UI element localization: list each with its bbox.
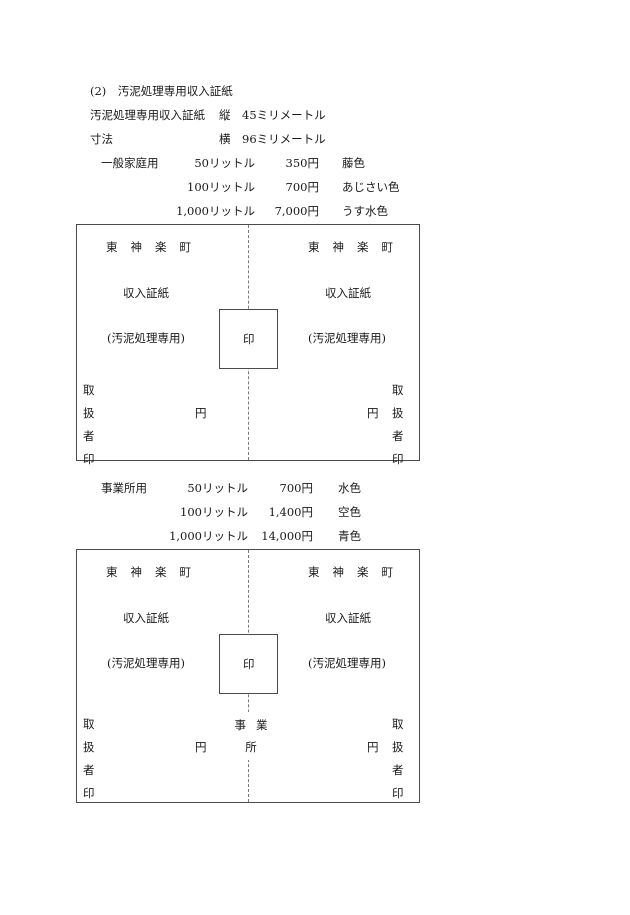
business-color-1: 水色 — [338, 481, 361, 495]
town-char: 楽 — [155, 565, 167, 579]
town-char: 神 — [332, 565, 345, 579]
household-category: 一般家庭用 — [101, 156, 159, 170]
town-char: 楽 — [357, 565, 369, 579]
town-name-left: 東神楽町 — [106, 240, 192, 254]
town-char: 町 — [179, 240, 192, 254]
yen-label-left: 円 — [195, 740, 207, 754]
office-label: 事業 所 — [231, 712, 271, 760]
handler-seal-left: 取 扱 者 印 — [83, 717, 95, 800]
household-price-2: 700円 — [285, 180, 319, 194]
spec-height: 縦 45ミリメートル — [219, 108, 326, 122]
stamp-subtitle-right: (汚泥処理専用) — [308, 331, 386, 345]
section-title: (2) 汚泥処理専用収入証紙 — [90, 84, 233, 98]
yen-label-right: 円 — [367, 406, 379, 420]
town-char: 楽 — [155, 240, 167, 254]
stamp-title-right: 収入証紙 — [325, 611, 371, 625]
household-volume-2: 100リットル — [187, 180, 255, 194]
household-color-3: うす水色 — [342, 204, 388, 218]
household-color-2: あじさい色 — [342, 180, 400, 194]
town-name-right: 東神楽町 — [308, 565, 394, 579]
household-color-1: 藤色 — [342, 156, 365, 170]
business-color-2: 空色 — [338, 505, 361, 519]
stamp-title-left: 収入証紙 — [123, 611, 169, 625]
town-char: 神 — [332, 240, 345, 254]
business-price-2: 1,400円 — [268, 505, 313, 519]
town-char: 東 — [308, 240, 320, 254]
household-volume-3: 1,000リットル — [176, 204, 255, 218]
stamp-subtitle-right: (汚泥処理専用) — [308, 656, 386, 670]
business-price-3: 14,000円 — [261, 529, 313, 543]
town-char: 神 — [130, 240, 143, 254]
town-char: 東 — [106, 565, 118, 579]
town-char: 町 — [179, 565, 192, 579]
business-volume-2: 100リットル — [180, 505, 248, 519]
yen-label-left: 円 — [195, 406, 207, 420]
seal-label: 印 — [243, 657, 255, 671]
business-category: 事業所用 — [101, 481, 147, 495]
handler-seal-right: 取 扱 者 印 — [392, 717, 404, 800]
town-char: 東 — [308, 565, 320, 579]
handler-seal-right: 取 扱 者 印 — [392, 383, 404, 466]
household-price-3: 7,000円 — [274, 204, 319, 218]
town-name-right: 東神楽町 — [308, 240, 394, 254]
business-volume-3: 1,000リットル — [169, 529, 248, 543]
stamp-subtitle-left: (汚泥処理専用) — [107, 656, 185, 670]
handler-seal-left: 取 扱 者 印 — [83, 383, 95, 466]
household-price-1: 350円 — [285, 156, 319, 170]
seal-box: 印 — [219, 634, 278, 694]
household-volume-1: 50リットル — [194, 156, 255, 170]
town-name-left: 東神楽町 — [106, 565, 192, 579]
stamp-subtitle-left: (汚泥処理専用) — [107, 331, 185, 345]
spec-width: 横 96ミリメートル — [219, 132, 326, 146]
seal-label: 印 — [243, 332, 255, 346]
town-char: 神 — [130, 565, 143, 579]
business-color-3: 青色 — [338, 529, 361, 543]
town-char: 町 — [381, 240, 394, 254]
spec-dim-label: 寸法 — [90, 132, 113, 146]
seal-box: 印 — [219, 309, 278, 369]
business-stamp-diagram: 東神楽町 収入証紙 (汚泥処理専用) 取 扱 者 印 円 東神楽町 収入証紙 (… — [76, 549, 420, 803]
spec-name: 汚泥処理専用収入証紙 — [90, 108, 205, 122]
business-volume-1: 50リットル — [187, 481, 248, 495]
town-char: 東 — [106, 240, 118, 254]
yen-label-right: 円 — [367, 740, 379, 754]
stamp-title-right: 収入証紙 — [325, 286, 371, 300]
town-char: 楽 — [357, 240, 369, 254]
business-price-1: 700円 — [279, 481, 313, 495]
town-char: 町 — [381, 565, 394, 579]
stamp-title-left: 収入証紙 — [123, 286, 169, 300]
household-stamp-diagram: 東神楽町 収入証紙 (汚泥処理専用) 取 扱 者 印 円 東神楽町 収入証紙 (… — [76, 224, 420, 466]
